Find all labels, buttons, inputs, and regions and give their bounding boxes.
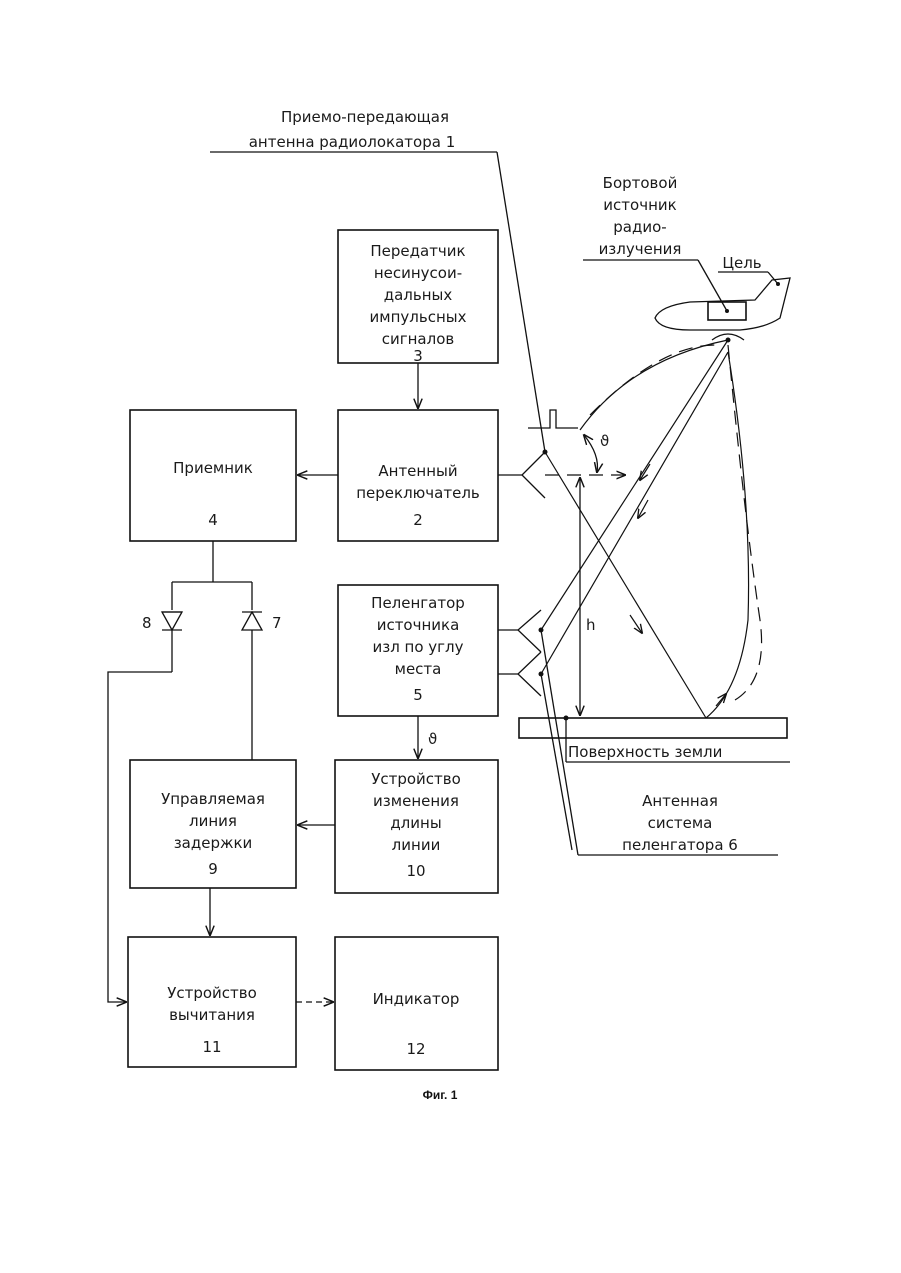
ray-reflected-up <box>706 352 749 718</box>
diode-network <box>172 541 252 610</box>
onboard-label-1: Бортовой <box>603 174 678 192</box>
switch-line-1: Антенный <box>378 462 457 480</box>
df-antenna-label-2: система <box>648 814 713 832</box>
ray-radar-to-target <box>580 340 728 430</box>
df-line-2: источника <box>377 616 460 634</box>
df-antenna-label-1: Антенная <box>642 792 718 810</box>
ground-label: Поверхность земли <box>568 743 722 761</box>
target-label: Цель <box>722 254 761 272</box>
onboard-label-2: источник <box>603 196 676 214</box>
antenna-radar-leader <box>497 152 545 452</box>
receiver-number: 4 <box>208 511 218 529</box>
figure-caption: Фиг. 1 <box>423 1088 458 1102</box>
radar-antenna <box>498 410 578 498</box>
transmitter-line-2: несинусои- <box>374 264 462 282</box>
block-subtractor: Устройство вычитания 11 <box>128 937 296 1067</box>
transmitter-line-1: Передатчик <box>370 242 465 260</box>
antenna-radar-label-1: Приемо-передающая <box>281 108 449 126</box>
indicator-label: Индикатор <box>373 990 460 1008</box>
length-line-1: Устройство <box>371 770 461 788</box>
transmitter-line-4: импульсных <box>370 308 467 326</box>
block-indicator: Индикатор 12 <box>335 937 498 1070</box>
block-antenna-switch: Антенный переключатель 2 <box>338 410 498 541</box>
subtract-line-2: вычитания <box>169 1006 255 1024</box>
block-transmitter: Передатчик несинусои- дальных импульсных… <box>338 230 498 365</box>
diode-8: 8 <box>142 612 182 672</box>
pulse-icon <box>528 410 578 428</box>
df-line-4: места <box>395 660 442 678</box>
block-direction-finder: Пеленгатор источника изл по углу места 5 <box>338 585 498 716</box>
length-line-4: линии <box>392 836 441 854</box>
line-diode8-to-subtractor <box>108 672 172 1002</box>
transmitter-line-3: дальных <box>384 286 453 304</box>
block-receiver: Приемник 4 <box>130 410 296 541</box>
aircraft-target <box>655 278 790 343</box>
ray-dashed-to-ground <box>728 345 762 700</box>
theta-angle-arc <box>584 435 597 472</box>
switch-line-2: переключатель <box>356 484 480 502</box>
diode-8-label: 8 <box>142 614 152 632</box>
theta-mid-symbol: ϑ <box>428 730 437 748</box>
df-antenna-label-3: пеленгатора 6 <box>622 836 738 854</box>
block-delay-line: Управляемая линия задержки 9 <box>130 760 296 888</box>
ray-dashed-echo <box>590 345 715 415</box>
ray-radar-to-ground <box>545 452 706 718</box>
antenna-radar-label-2: антенна радиолокатора 1 <box>249 133 456 151</box>
switch-number: 2 <box>413 511 423 529</box>
length-line-2: изменения <box>373 792 459 810</box>
propagation-rays: ϑ <box>541 340 762 718</box>
df-number: 5 <box>413 686 423 704</box>
length-number: 10 <box>406 862 425 880</box>
df-antennas <box>498 610 544 696</box>
df-line-1: Пеленгатор <box>371 594 465 612</box>
theta-top-symbol: ϑ <box>600 432 609 450</box>
delay-line-1: Управляемая <box>161 790 265 808</box>
diode-7-label: 7 <box>272 614 282 632</box>
onboard-label-3: радио- <box>613 218 666 236</box>
ray-direct-2 <box>541 352 728 674</box>
receiver-label: Приемник <box>173 459 253 477</box>
block-length-changer: Устройство изменения длины линии 10 <box>335 760 498 893</box>
delay-line-2: линия <box>189 812 237 830</box>
indicator-number: 12 <box>406 1040 425 1058</box>
ground-surface <box>519 716 787 739</box>
transmitter-number: 3 <box>413 347 423 365</box>
transmitter-line-5: сигналов <box>382 330 454 348</box>
subtract-number: 11 <box>202 1038 221 1056</box>
df-line-3: изл по углу <box>372 638 463 656</box>
delay-number: 9 <box>208 860 218 878</box>
length-line-3: длины <box>390 814 441 832</box>
subtract-line-1: Устройство <box>167 984 257 1002</box>
height-label: h <box>586 616 596 634</box>
diode-7: 7 <box>242 612 282 760</box>
onboard-label-4: излучения <box>599 240 682 258</box>
delay-line-3: задержки <box>174 834 253 852</box>
ray-direct-1 <box>541 340 728 630</box>
